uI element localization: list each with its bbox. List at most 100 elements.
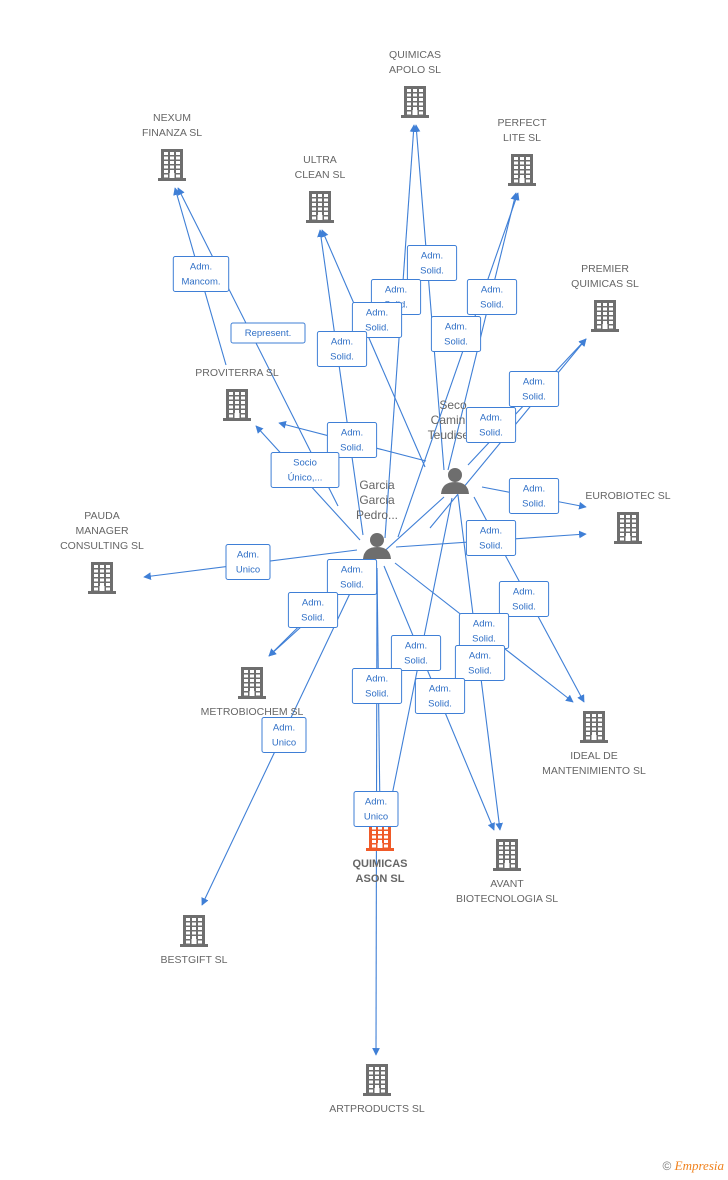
- relation-label-seco-avant[interactable]: Adm.Solid.: [454, 645, 506, 681]
- company-label: PROVITERRA SL: [195, 367, 279, 379]
- relation-label-garcia-premier[interactable]: Adm.Solid.: [465, 407, 517, 443]
- building-icon: [363, 1064, 391, 1096]
- relation-label-seco-perfect_lite[interactable]: Adm. Solid.: [466, 279, 518, 315]
- company-node-ideal[interactable]: IDEAL DE MANTENIMIENTO SL: [542, 711, 646, 777]
- person-label: Garcia: [359, 478, 395, 492]
- relation-label-text: Solid.: [420, 266, 444, 277]
- company-label: AVANT: [490, 878, 524, 890]
- building-icon: [223, 389, 251, 421]
- relation-label-proviterra-nexum[interactable]: Adm. Mancom.: [172, 256, 230, 292]
- relation-label-garcia-bestgift[interactable]: Adm.Unico: [261, 717, 307, 753]
- relation-label-text: Solid.: [444, 337, 468, 348]
- company-label: QUIMICAS: [389, 49, 441, 61]
- relation-label-garcia-avant[interactable]: Adm.Solid.: [414, 678, 466, 714]
- relation-label-text: Adm.: [481, 285, 503, 296]
- building-icon: [614, 512, 642, 544]
- relation-label-text: Mancom.: [181, 277, 220, 288]
- relation-label-seco-quimicas_ason[interactable]: Adm. Solid.: [390, 635, 442, 671]
- company-node-artproducts[interactable]: ARTPRODUCTS SL: [329, 1064, 425, 1115]
- relation-label-text: Adm.: [273, 723, 295, 734]
- company-label: QUIMICAS SL: [571, 278, 639, 290]
- relation-label-garcia-perfect_lite[interactable]: Adm. Solid.: [430, 316, 482, 352]
- relation-label-text: Adm.: [365, 797, 387, 808]
- relation-label-text: Solid.: [480, 300, 504, 311]
- company-node-eurobiotec[interactable]: EUROBIOTEC SL: [585, 490, 671, 544]
- relation-label-garcia-ultra_clean[interactable]: Adm.Solid.: [316, 331, 368, 367]
- company-node-quimicas_apolo[interactable]: QUIMICAS APOLO SL: [389, 49, 441, 118]
- building-icon: [88, 562, 116, 594]
- relation-label-text: Adm.: [421, 251, 443, 262]
- relation-label-garcia-pauda[interactable]: Adm.Unico: [225, 544, 271, 580]
- company-node-bestgift[interactable]: BESTGIFT SL: [161, 915, 228, 966]
- relation-label-text: Solid.: [365, 323, 389, 334]
- relation-label-garcia-artproducts[interactable]: Adm.Unico: [353, 791, 399, 827]
- company-label: CONSULTING SL: [60, 540, 144, 552]
- company-label: PAUDA: [84, 510, 119, 522]
- relation-label-seco-metrobiochem[interactable]: Adm.Solid.: [326, 559, 378, 595]
- person-label: Seco: [439, 398, 467, 412]
- relation-label-text: Solid.: [365, 689, 389, 700]
- building-icon: [401, 86, 429, 118]
- relation-label-garcia-quimicas_ason[interactable]: Adm. Solid.: [351, 668, 403, 704]
- relation-label-text: Adm.: [445, 322, 467, 333]
- company-label: IDEAL DE: [570, 750, 617, 762]
- relation-edge-seco-ultra_clean: [321, 229, 426, 468]
- building-icon: [158, 149, 186, 181]
- relation-label-garcia-metrobiochem[interactable]: Adm.Solid.: [287, 592, 339, 628]
- company-label: BESTGIFT SL: [161, 954, 228, 966]
- relation-label-seco-quimicas_apolo[interactable]: Adm. Solid.: [406, 245, 458, 281]
- person-node-garcia[interactable]: GarciaGarciaPedro...: [356, 478, 398, 559]
- person-icon: [441, 468, 469, 494]
- company-node-metrobiochem[interactable]: METROBIOCHEM SL: [201, 667, 304, 718]
- relation-label-seco-eurobiotec[interactable]: Adm.Solid.: [508, 478, 560, 514]
- relation-label-text: Adm.: [523, 377, 545, 388]
- relation-label-garcia-ideal[interactable]: Adm.Solid.: [458, 613, 510, 649]
- company-label: APOLO SL: [389, 64, 441, 76]
- relation-edge-garcia-ultra_clean: [317, 229, 364, 536]
- company-label: ASON SL: [356, 873, 405, 885]
- relation-label-text: Adm.: [366, 674, 388, 685]
- copyright-symbol: ©: [662, 1159, 672, 1173]
- relation-label-text: Adm.: [469, 651, 491, 662]
- person-label: Camin...: [431, 413, 476, 427]
- relation-label-seco-ultra_clean[interactable]: Adm.Solid.: [351, 302, 403, 338]
- relation-label-text: Represent.: [245, 328, 291, 339]
- relation-label-text: Adm.: [237, 550, 259, 561]
- company-label: NEXUM: [153, 112, 191, 124]
- relation-label-text: Solid.: [301, 613, 325, 624]
- relation-label-text: Solid.: [472, 634, 496, 645]
- relation-label-text: Adm.: [190, 262, 212, 273]
- building-icon: [508, 154, 536, 186]
- company-label: EUROBIOTEC SL: [585, 490, 670, 502]
- relation-label-seco-premier[interactable]: Adm.Solid.: [508, 371, 560, 407]
- relation-label-text: Único,...: [288, 473, 323, 484]
- company-label: ULTRA: [303, 154, 337, 166]
- person-icon: [363, 533, 391, 559]
- brand-logo[interactable]: Empresia: [674, 1158, 724, 1173]
- relation-label-text: Solid.: [404, 656, 428, 667]
- relation-label-text: Adm.: [405, 641, 427, 652]
- relation-label-garcia-nexum[interactable]: Represent.: [230, 322, 306, 344]
- relation-label-seco-ideal[interactable]: Adm.Solid.: [498, 581, 550, 617]
- company-label: PERFECT: [497, 117, 547, 129]
- building-icon: [306, 191, 334, 223]
- company-label: ARTPRODUCTS SL: [329, 1103, 425, 1115]
- relation-label-seco-proviterra[interactable]: Adm.Solid.: [326, 422, 378, 458]
- company-node-proviterra[interactable]: PROVITERRA SL: [195, 367, 279, 421]
- relation-label-text: Solid.: [340, 443, 364, 454]
- company-label: MANTENIMIENTO SL: [542, 765, 646, 777]
- relation-label-text: Adm.: [480, 413, 502, 424]
- relation-label-garcia-proviterra[interactable]: SocioÚnico,...: [270, 452, 340, 488]
- relation-label-garcia-eurobiotec[interactable]: Adm.Solid.: [465, 520, 517, 556]
- relation-label-text: Adm.: [480, 526, 502, 537]
- building-icon: [180, 915, 208, 947]
